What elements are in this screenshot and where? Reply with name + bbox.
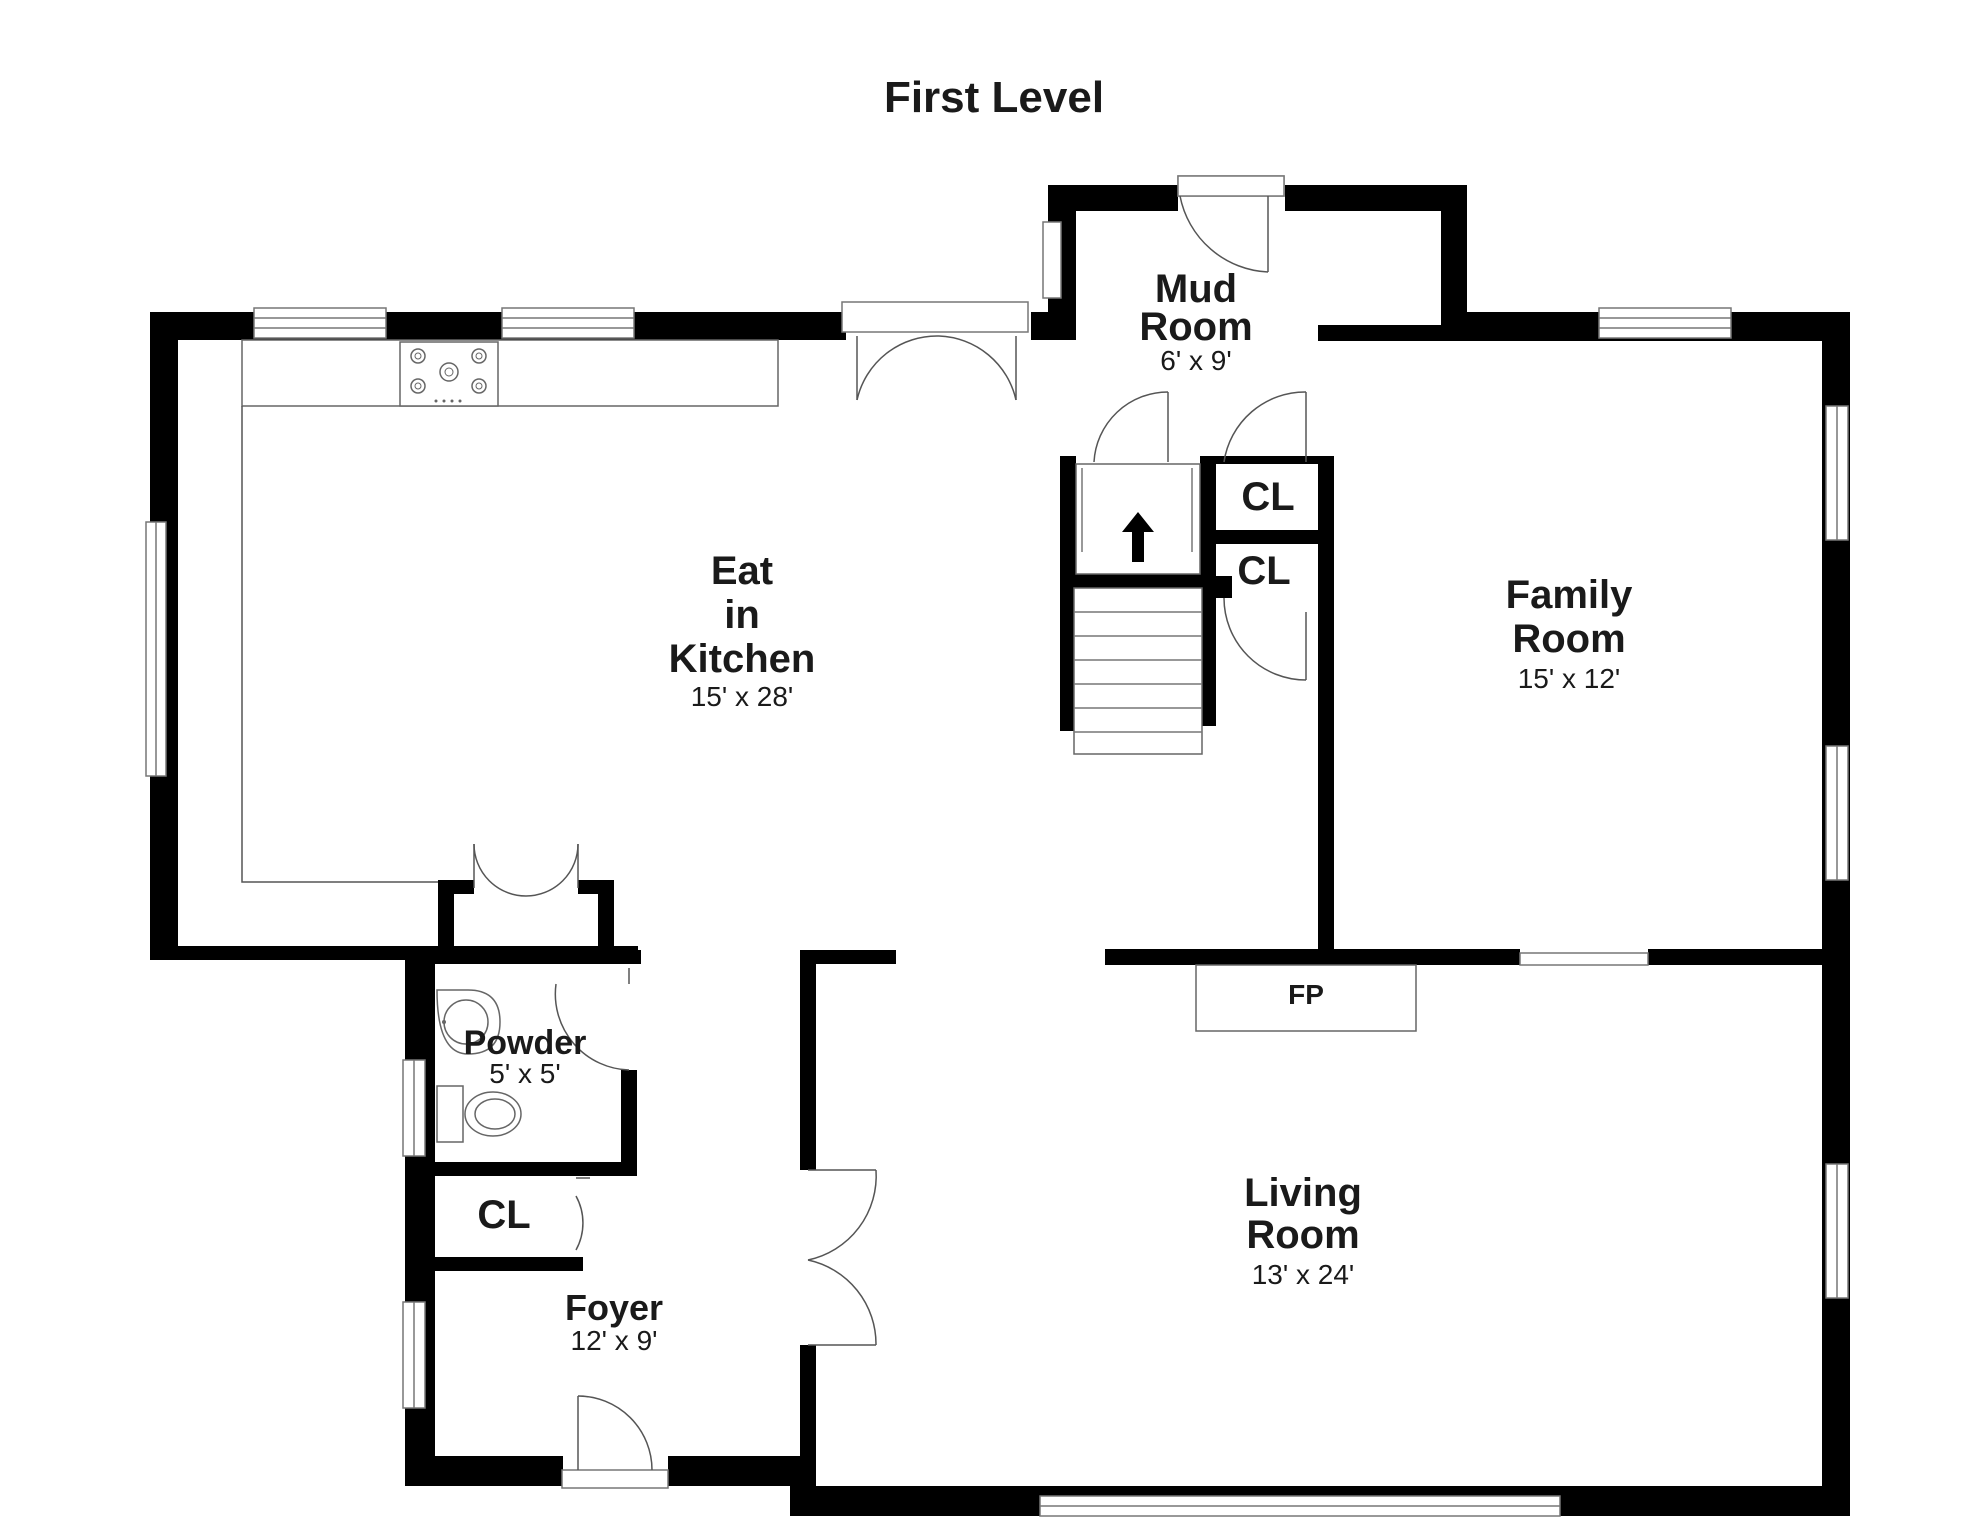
kitchen-counter	[241, 339, 779, 883]
room-name: Mud	[1155, 267, 1237, 311]
doors	[473, 175, 1307, 1489]
room-dimensions: 6' x 9'	[1160, 345, 1231, 376]
window	[1598, 307, 1732, 339]
plan-title: First Level	[884, 73, 1104, 122]
sliding-door	[1519, 952, 1649, 966]
toilet-tank-icon	[436, 1085, 464, 1143]
window	[253, 307, 387, 339]
windows	[145, 175, 1849, 1517]
range-icon	[399, 341, 499, 407]
window	[841, 301, 1029, 333]
stairs	[1073, 463, 1203, 755]
closet-label: CL	[1237, 549, 1290, 593]
room-powder: Powder 5' x 5'	[464, 1024, 587, 1089]
powder-fixtures	[436, 989, 522, 1143]
room-dimensions: 5' x 5'	[489, 1058, 560, 1089]
room-name: Room	[1512, 617, 1625, 661]
window	[1042, 221, 1062, 299]
room-name: Room	[1246, 1213, 1359, 1257]
room-name: Kitchen	[669, 637, 816, 681]
toilet-icon	[464, 1091, 522, 1137]
room-mud-room: Mud Room 6' x 9'	[1139, 267, 1252, 376]
room-dimensions: 12' x 9'	[571, 1325, 658, 1356]
room-dimensions: 13' x 24'	[1252, 1259, 1355, 1290]
room-name: Eat	[711, 549, 773, 593]
room-dimensions: 15' x 12'	[1518, 663, 1621, 694]
fireplace	[1195, 964, 1417, 1032]
room-name: Family	[1506, 573, 1633, 617]
closet-label: CL	[1241, 475, 1294, 519]
fireplace-label: FP	[1288, 979, 1324, 1010]
room-kitchen: Eat in Kitchen 15' x 28'	[669, 549, 816, 712]
sink-icon	[436, 989, 501, 1055]
closet-label: CL	[477, 1193, 530, 1237]
stair-up-arrow-icon	[1122, 512, 1154, 562]
room-family-room: Family Room 15' x 12'	[1506, 573, 1633, 694]
room-dimensions: 15' x 28'	[691, 681, 794, 712]
room-name: Powder	[464, 1024, 587, 1062]
room-living-room: Living Room 13' x 24'	[1244, 1171, 1362, 1290]
room-name: Room	[1139, 305, 1252, 349]
room-name: Foyer	[565, 1287, 663, 1328]
room-name: Living	[1244, 1171, 1362, 1215]
window	[501, 307, 635, 339]
room-foyer: Foyer 12' x 9'	[565, 1287, 663, 1356]
room-name: in	[724, 593, 760, 637]
